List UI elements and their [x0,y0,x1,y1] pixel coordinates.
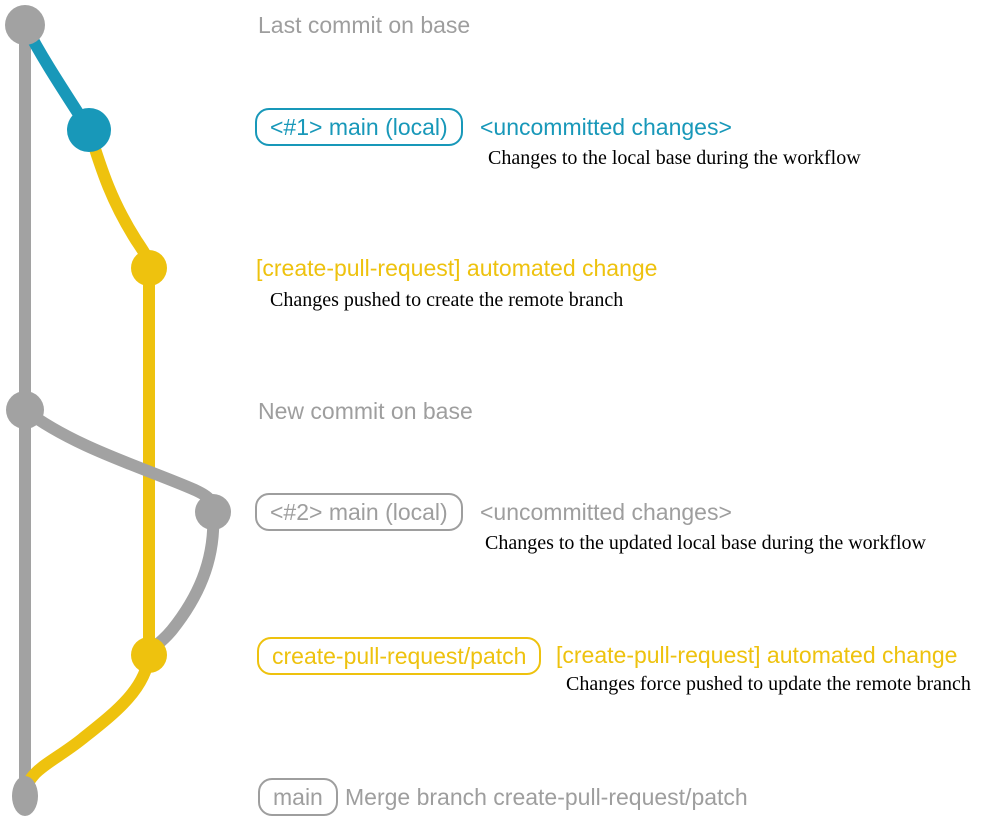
automated-change-1-label: [create-pull-request] automated change [256,255,658,281]
last-commit-on-base-dot [5,5,45,45]
new-commit-on-base-dot [6,391,44,429]
automated-change-2-description: Changes force pushed to update the remot… [566,673,971,695]
automated-change-2-label: [create-pull-request] automated change [556,642,958,668]
new-commit-label: New commit on base [258,398,473,424]
uncommitted-changes-2-description: Changes to the updated local base during… [485,532,926,554]
automated-change-commit-dot [131,250,167,286]
updated-main-edge [19,404,219,518]
automated-change-1-description: Changes pushed to create the remote bran… [270,289,624,311]
patch-merge-edge [19,649,155,801]
uncommitted-changes-1-description: Changes to the local base during the wor… [488,147,861,169]
merge-commit-label: Merge branch create-pull-request/patch [345,784,748,810]
main-local-1-badge: <#1> main (local) [255,108,463,146]
merge-commit-dot [12,776,38,816]
local-main-2-commit-dot [195,494,231,530]
patch-branch-commit-dot [131,637,167,673]
local-main-1-commit-dot [67,108,111,152]
commit-graph [5,5,231,816]
last-commit-label: Last commit on base [258,12,471,38]
main-badge: main [258,778,338,816]
patch-branch-edge-top [83,124,155,274]
main-local-2-badge: <#2> main (local) [255,493,463,531]
rebase-edge [143,506,220,661]
uncommitted-changes-2-label: <uncommitted changes> [480,499,732,525]
uncommitted-changes-1-label: <uncommitted changes> [480,114,732,140]
patch-branch-badge: create-pull-request/patch [257,637,542,675]
